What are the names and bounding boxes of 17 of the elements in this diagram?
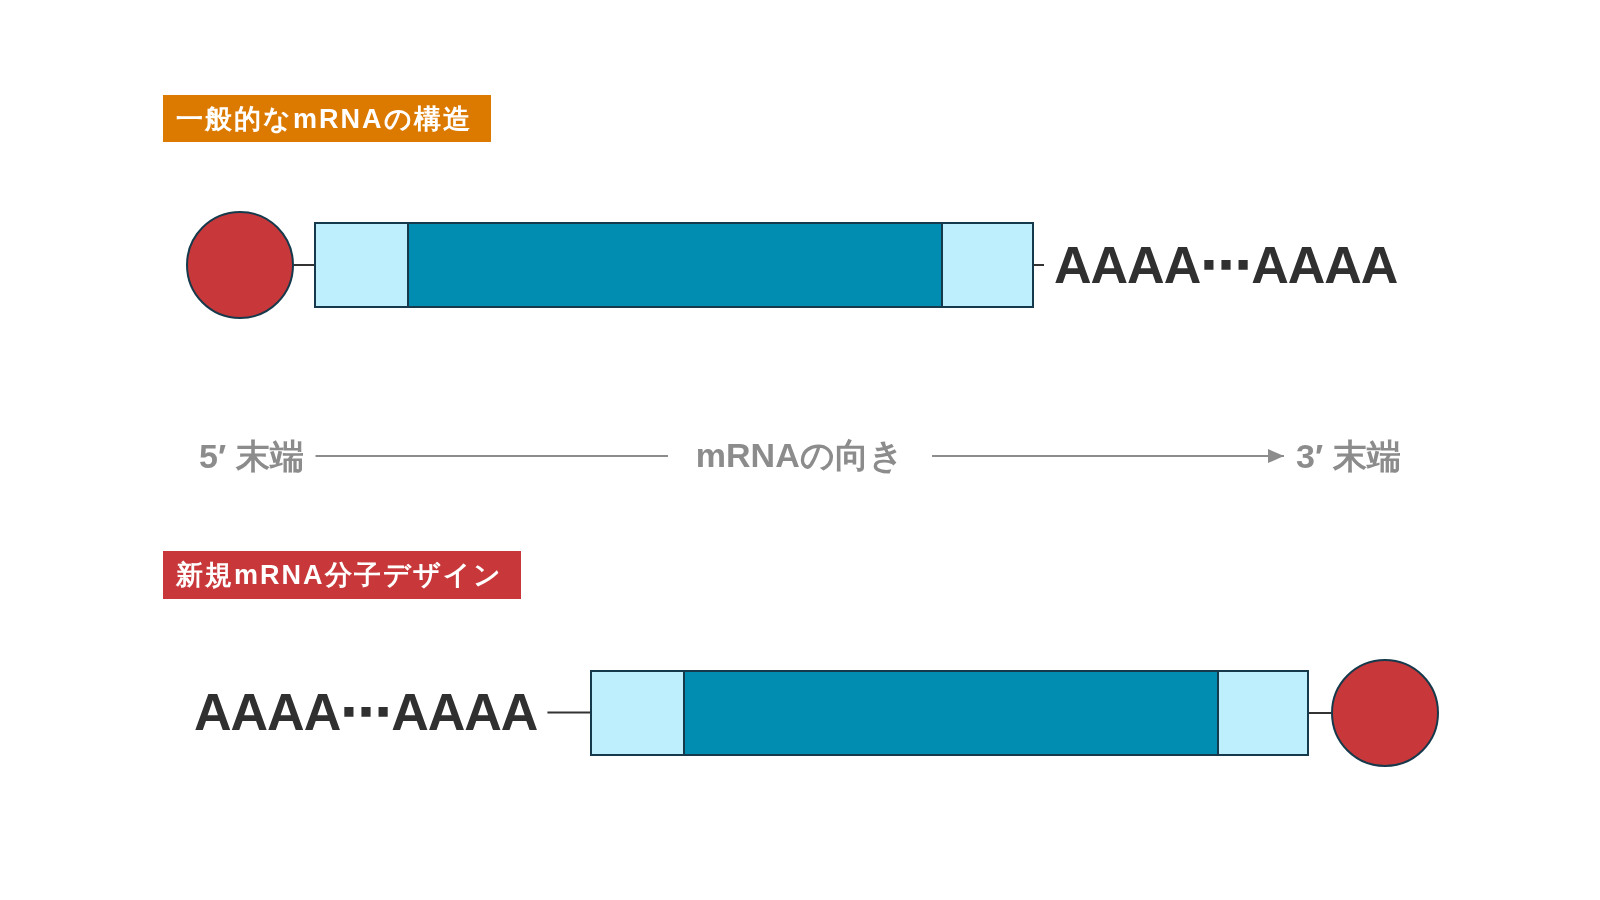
sequence-text: AAAA⋯AAAA — [184, 677, 548, 747]
end-segment — [590, 670, 685, 756]
middle-segment — [683, 670, 1219, 756]
heading-tag: 一般的なmRNAの構造 — [163, 95, 491, 142]
connector-line — [293, 264, 315, 266]
connector-line — [546, 711, 591, 714]
end-segment — [1217, 670, 1309, 756]
middle-segment — [407, 222, 943, 308]
connector-line — [1033, 264, 1045, 266]
heading-tag: 新規mRNA分子デザイン — [163, 551, 521, 599]
sequence-text: AAAA⋯AAAA — [1044, 230, 1408, 300]
end-label: 3′ 末端 — [1284, 434, 1413, 478]
connector-line — [1308, 712, 1332, 714]
end-segment — [314, 222, 409, 308]
edge-label: mRNAの向き — [667, 435, 932, 477]
end-segment — [941, 222, 1034, 308]
end-label: 5′ 末端 — [187, 434, 316, 478]
